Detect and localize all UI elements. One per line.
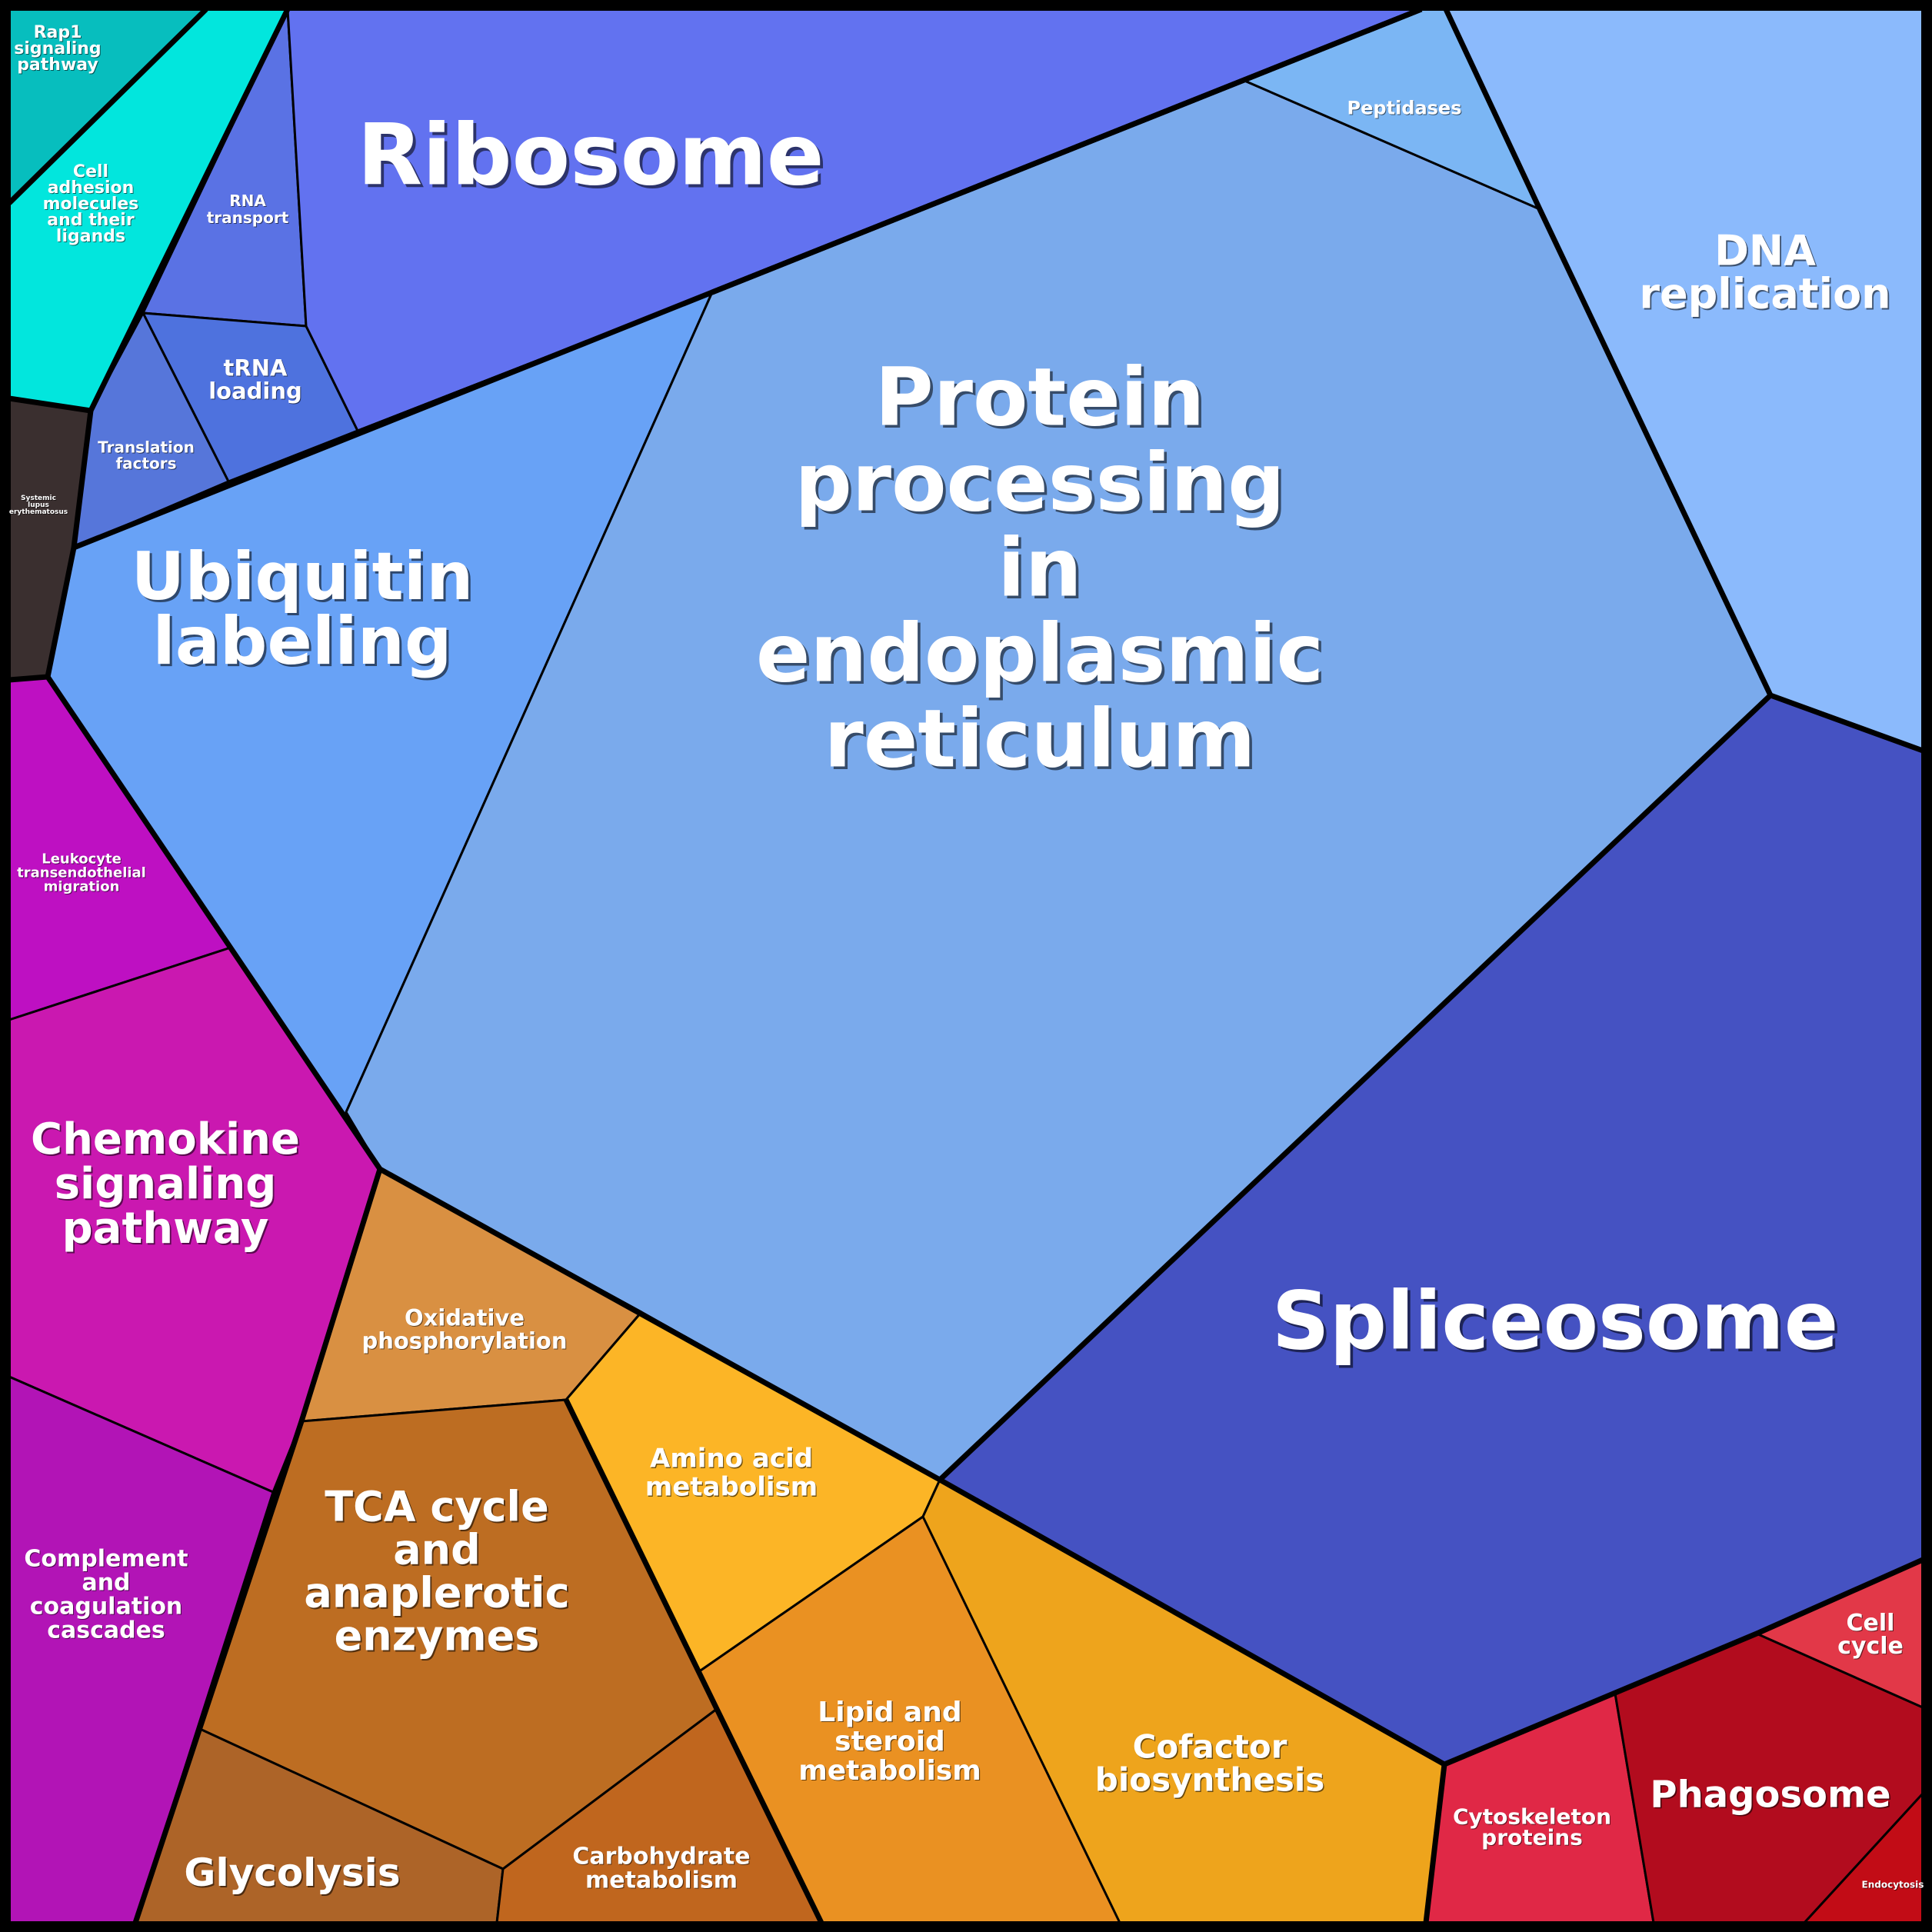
cells-layer <box>8 8 1924 1924</box>
